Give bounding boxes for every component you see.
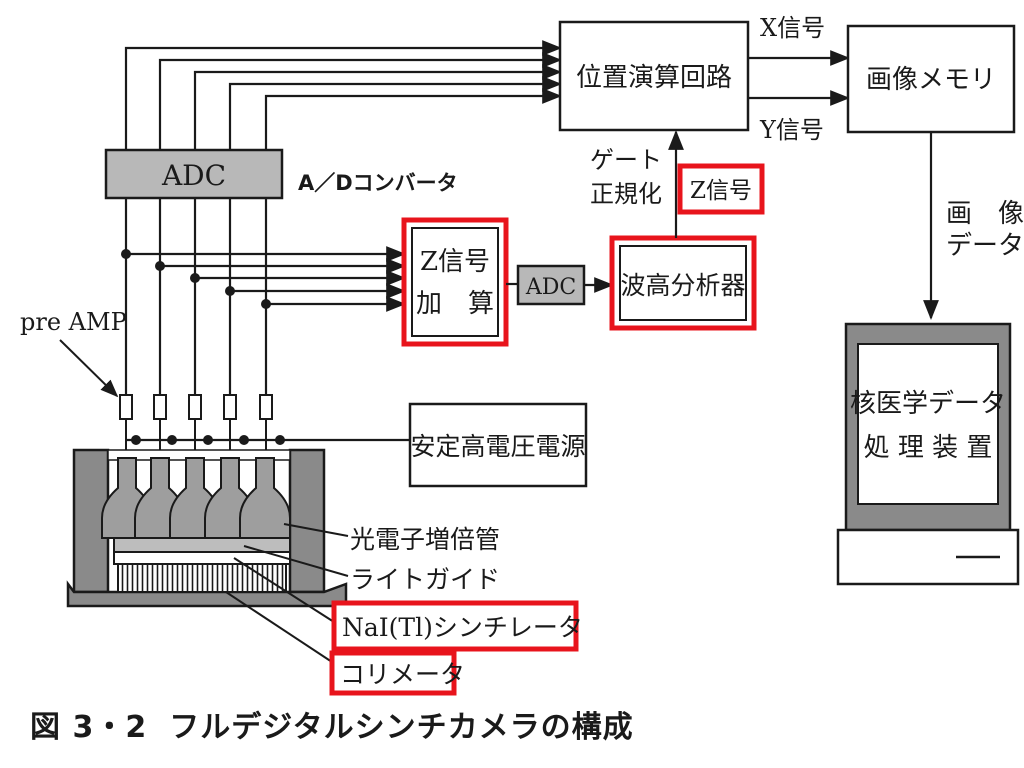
pmt-array bbox=[101, 457, 291, 539]
nm-processor: 核医学データ 処 理 装 置 bbox=[836, 322, 1020, 586]
scintillator-tag: NaI(Tl)シンチレータ bbox=[331, 600, 583, 652]
image-data-label-2: データ bbox=[946, 231, 1024, 261]
figure-caption: 図 3・2 フルデジタルシンチカメラの構成 bbox=[30, 702, 634, 746]
pre-amp-label: pre AMP bbox=[20, 308, 127, 336]
pha-label: 波高分析器 bbox=[620, 271, 745, 300]
hv-supply-box: 安定高電圧電源 bbox=[408, 402, 588, 488]
gate-label-2: 正規化 bbox=[590, 180, 662, 208]
x-signal-label: X信号 bbox=[760, 14, 825, 42]
gate-label-1: ゲート bbox=[590, 146, 662, 174]
detector-housing bbox=[66, 448, 348, 608]
position-calc-label: 位置演算回路 bbox=[576, 63, 732, 93]
image-data-label-1: 画 像 bbox=[946, 199, 1024, 229]
nm-label-1: 核医学データ bbox=[850, 389, 1006, 419]
collimator-label: コリメータ bbox=[340, 660, 465, 689]
z-sum-label-2: 加 算 bbox=[416, 289, 494, 319]
scintillator-label: NaI(Tl)シンチレータ bbox=[342, 613, 583, 642]
z-sum-box: Z信号 加 算 bbox=[401, 217, 509, 347]
z-signal-tag: Z信号 bbox=[677, 163, 765, 215]
pre-amp-row bbox=[119, 394, 273, 420]
light-guide-label: ライトガイド bbox=[350, 565, 500, 594]
z-signal-bus bbox=[126, 246, 406, 312]
pmt-label: 光電子増倍管 bbox=[350, 525, 500, 554]
pre-amp-arrow bbox=[59, 339, 119, 398]
adc-small-box: ADC bbox=[516, 264, 586, 306]
figure-number: 図 3・2 bbox=[30, 710, 148, 745]
z-signal-label: Z信号 bbox=[690, 178, 752, 204]
figure-title: フルデジタルシンチカメラの構成 bbox=[169, 710, 634, 745]
position-calc-box: 位置演算回路 bbox=[558, 20, 750, 132]
light-guide bbox=[113, 537, 291, 553]
nm-label-2: 処 理 装 置 bbox=[864, 433, 993, 463]
image-memory-label: 画像メモリ bbox=[866, 65, 996, 95]
xy-signal-lines bbox=[748, 50, 850, 106]
adc-main-box: ADC bbox=[104, 148, 284, 200]
pha-box: 波高分析器 bbox=[609, 235, 757, 331]
ad-converter-label: A／Dコンバータ bbox=[298, 171, 458, 195]
scintillator bbox=[113, 551, 291, 565]
collimator-tag: コリメータ bbox=[329, 650, 465, 696]
y-signal-label: Y信号 bbox=[759, 116, 824, 144]
collimator bbox=[117, 563, 287, 593]
adc-main-label: ADC bbox=[161, 159, 226, 192]
bus-junction-dots bbox=[121, 249, 271, 309]
z-sum-label-1: Z信号 bbox=[420, 247, 490, 277]
adc-small-label: ADC bbox=[525, 275, 576, 300]
hv-supply-label: 安定高電圧電源 bbox=[410, 432, 585, 461]
image-memory-box: 画像メモリ bbox=[846, 24, 1016, 134]
